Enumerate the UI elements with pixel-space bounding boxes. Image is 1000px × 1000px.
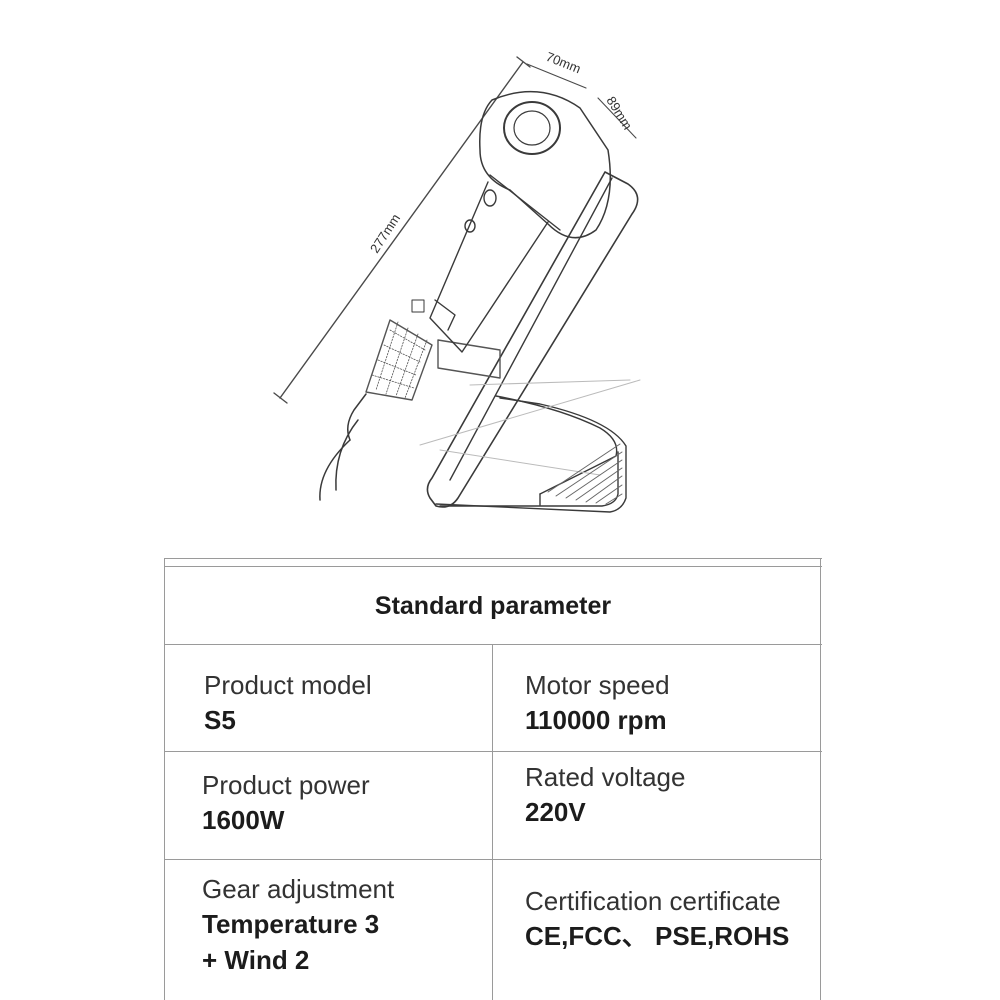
spec-cell-motor-speed: Motor speed 110000 rpm	[525, 668, 670, 738]
height-dimension-label: 277mm	[367, 211, 403, 256]
width-dimension-line	[597, 97, 637, 139]
spec-value: 1600W	[202, 805, 285, 835]
spec-label: Product model	[204, 670, 372, 700]
spec-cell-certification: Certification certificate CE,FCC、 PSE,RO…	[525, 884, 789, 954]
spec-value: + Wind 2	[202, 945, 310, 975]
spec-cell-product-power: Product power 1600W	[202, 768, 370, 838]
spec-value: CE,FCC、 PSE,ROHS	[525, 921, 790, 951]
stand-shape	[426, 171, 639, 513]
width-dimension-label: 89mm	[603, 94, 635, 133]
spec-label: Rated voltage	[525, 762, 686, 792]
spec-cell-product-model: Product model S5	[204, 668, 372, 738]
dryer-cable	[319, 393, 367, 501]
dryer-head	[479, 90, 612, 239]
spec-value: Temperature 3	[202, 909, 380, 939]
dryer-handle	[411, 181, 549, 353]
spec-label: Motor speed	[525, 670, 670, 700]
dryer-filter	[365, 319, 433, 401]
hair-dryer-stand-illustration: 70mm 89mm 277mm	[273, 49, 641, 513]
depth-dimension-label: 70mm	[544, 49, 583, 76]
spec-cell-rated-voltage: Rated voltage 220V	[525, 760, 685, 830]
spec-value: 110000 rpm	[525, 705, 667, 735]
spec-value: 220V	[525, 797, 586, 827]
spec-table-title: Standard parameter	[374, 592, 612, 620]
spec-label: Gear adjustment	[202, 874, 395, 904]
spec-value: S5	[204, 705, 236, 735]
spec-cell-gear-adjustment: Gear adjustment Temperature 3 + Wind 2	[202, 872, 394, 978]
depth-dimension-line	[526, 63, 587, 89]
spec-label: Product power	[202, 770, 370, 800]
spec-table: Standard parameter Product model S5 Moto…	[164, 558, 822, 1000]
spec-label: Certification certificate	[525, 886, 781, 916]
